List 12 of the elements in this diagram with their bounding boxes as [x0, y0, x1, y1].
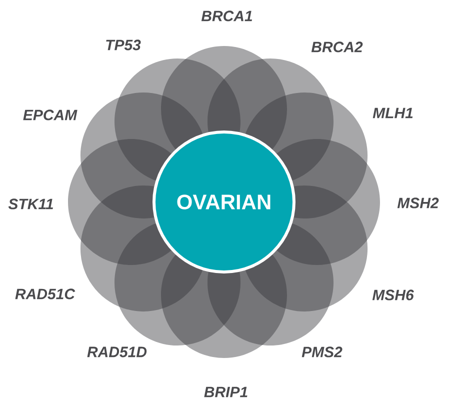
gene-label: MLH1	[372, 108, 413, 118]
gene-label: BRIP1	[204, 386, 248, 398]
gene-label: BRCA2	[311, 42, 363, 52]
gene-label: PMS2	[302, 346, 342, 358]
gene-label: STK11	[8, 198, 53, 210]
gene-label: MSH6	[372, 290, 414, 300]
gene-label: BRCA1	[201, 10, 252, 22]
gene-label: EPCAM	[23, 110, 78, 120]
gene-label: MSH2	[397, 198, 439, 208]
gene-label: RAD51D	[87, 346, 147, 358]
gene-label: TP53	[106, 40, 141, 50]
gene-label: RAD51C	[15, 288, 76, 300]
